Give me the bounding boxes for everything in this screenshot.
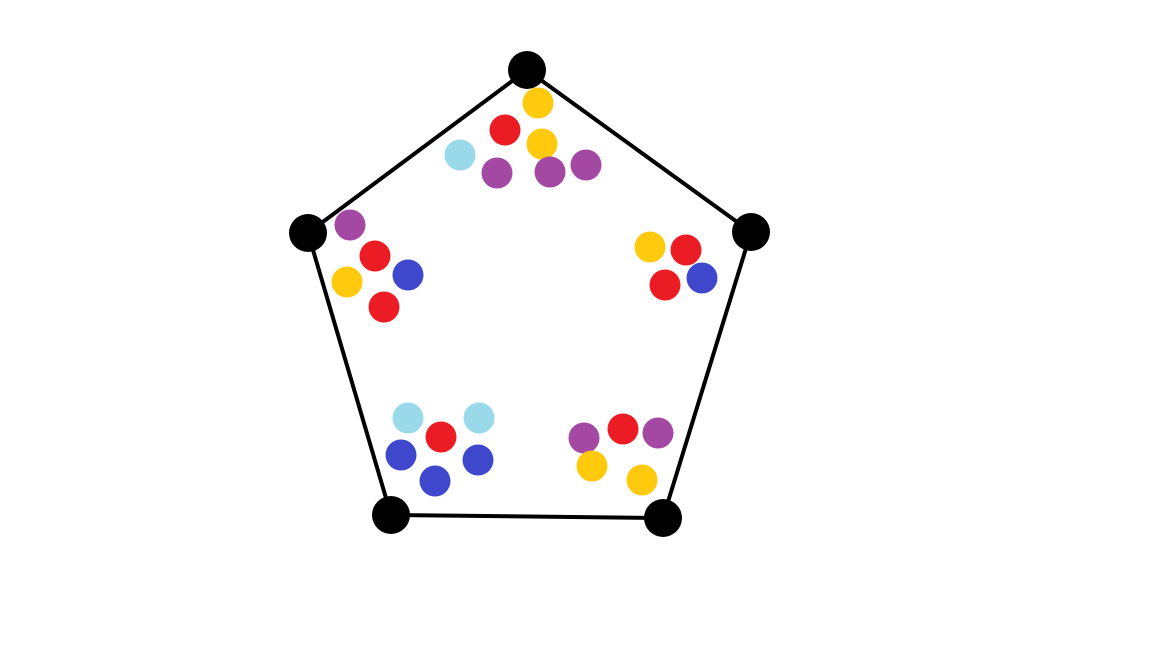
- vertex-bottom-right: [644, 499, 682, 537]
- dot-blue: [686, 262, 718, 294]
- dot-purple: [570, 149, 602, 181]
- pentagon-outline: [306, 68, 753, 520]
- cluster-bottom-right: [568, 413, 674, 496]
- dot-red: [368, 291, 400, 323]
- dot-red: [649, 269, 681, 301]
- vertex-left: [289, 214, 327, 252]
- dot-purple: [534, 156, 566, 188]
- dot-clusters: [331, 87, 718, 497]
- dot-red: [489, 114, 521, 146]
- dot-purple: [481, 157, 513, 189]
- pentagon-edges: [306, 68, 753, 520]
- cluster-bottom-left: [385, 402, 495, 497]
- dot-light-blue: [392, 402, 424, 434]
- dot-yellow: [331, 266, 363, 298]
- cluster-top: [444, 87, 602, 189]
- vertex-right: [732, 213, 770, 251]
- dot-light-blue: [463, 402, 495, 434]
- dot-light-blue: [444, 139, 476, 171]
- dot-blue: [462, 444, 494, 476]
- cluster-left: [331, 209, 424, 323]
- dot-yellow: [526, 128, 558, 160]
- dot-yellow: [522, 87, 554, 119]
- dot-purple: [334, 209, 366, 241]
- vertex-top: [508, 51, 546, 89]
- dot-yellow: [634, 231, 666, 263]
- dot-yellow: [626, 464, 658, 496]
- dot-yellow: [576, 450, 608, 482]
- dot-blue: [419, 465, 451, 497]
- dot-red: [359, 240, 391, 272]
- pentagon-vertices: [289, 51, 770, 537]
- cluster-right: [634, 231, 718, 301]
- dot-blue: [392, 259, 424, 291]
- dot-red: [425, 421, 457, 453]
- dot-purple: [568, 422, 600, 454]
- dot-blue: [385, 439, 417, 471]
- dot-purple: [642, 417, 674, 449]
- vertex-bottom-left: [372, 496, 410, 534]
- dot-red: [670, 234, 702, 266]
- dot-red: [607, 413, 639, 445]
